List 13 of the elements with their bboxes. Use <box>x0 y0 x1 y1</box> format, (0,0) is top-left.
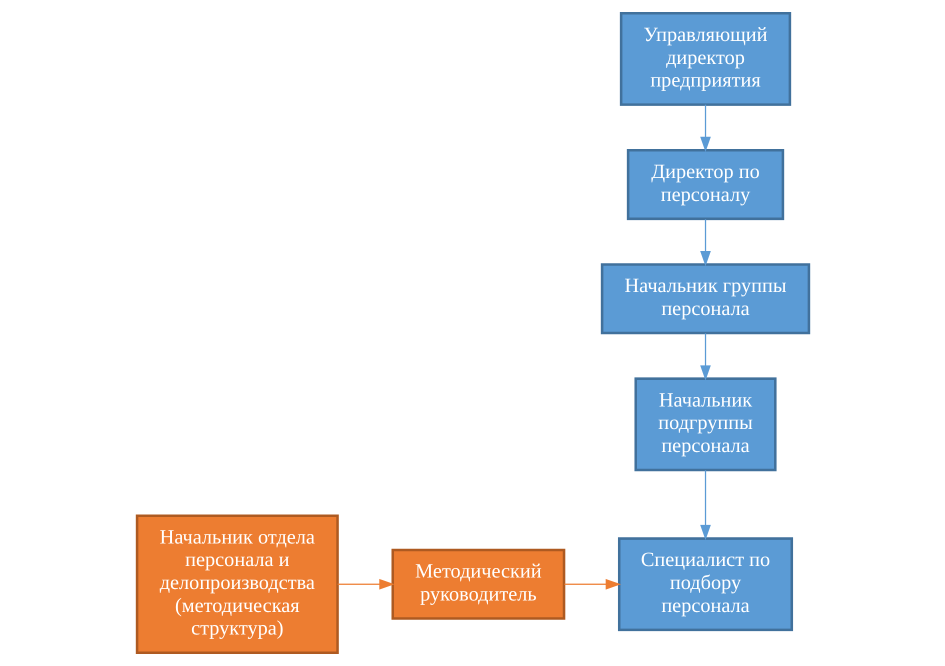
node-box: Директор по персоналу <box>626 149 784 220</box>
arrow <box>564 578 620 590</box>
arrow <box>700 219 710 266</box>
node-box: Специалист по подбору персонала <box>617 537 793 632</box>
node-box: Начальник отдела персонала и делопроизводства (методическая структура) <box>135 514 338 654</box>
arrow <box>700 470 710 540</box>
node-box: Начальник группы персонала <box>600 263 810 334</box>
node-box: Управляющий директор предприятия <box>619 12 791 106</box>
arrow <box>700 333 710 381</box>
arrow <box>700 104 710 152</box>
arrow <box>337 578 394 590</box>
node-box: Начальник подгруппы персонала <box>634 377 776 472</box>
node-box: Методический руководитель <box>390 548 565 620</box>
